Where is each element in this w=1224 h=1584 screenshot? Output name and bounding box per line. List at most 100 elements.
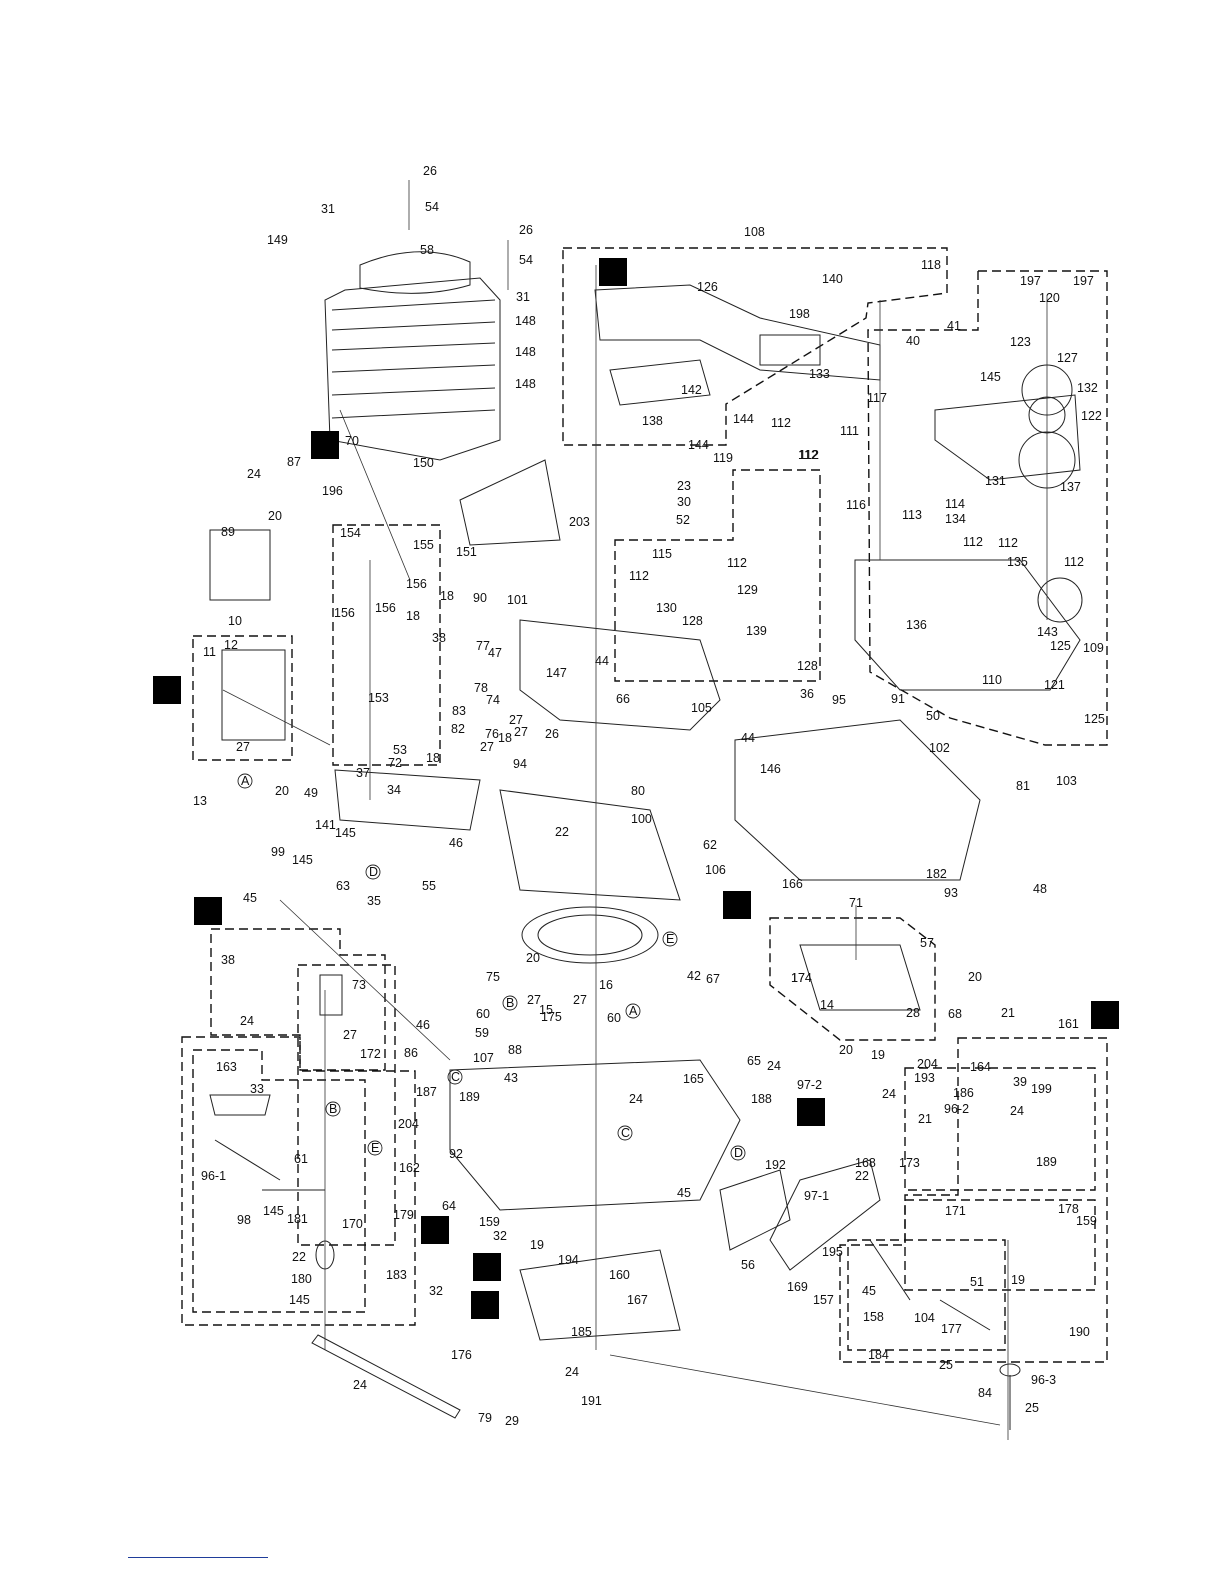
part-label: 61 [294,1152,308,1166]
part-label: 64 [442,1199,456,1213]
part-label: 189 [459,1090,480,1104]
part-label: 20 [968,970,982,984]
part-label: 156 [375,601,396,615]
part-label: 10 [228,614,242,628]
part-label: 115 [652,547,672,561]
part-label: 112 [798,448,818,462]
part-label: 53 [393,743,407,757]
part-label: 129 [737,583,758,597]
part-label: 96-3 [1031,1373,1056,1387]
part-label: 145 [263,1204,284,1218]
part-label: 40 [906,334,920,348]
part-label: 197 [1020,274,1041,288]
reference-block [421,1216,449,1244]
part-label: 76 [485,727,499,741]
part-label: 131 [985,474,1006,488]
part-label: 145 [335,826,356,840]
part-label: 108 [744,225,765,239]
part-label: 68 [948,1007,962,1021]
part-label: 72 [388,756,402,770]
part-label: 148 [515,314,536,328]
part-label: 24 [1010,1104,1024,1118]
part-label: 49 [304,786,318,800]
part-label: 193 [914,1071,935,1085]
circle-marker [502,995,518,1011]
part-label: 197 [1073,274,1094,288]
part-label: E [666,932,674,946]
part-outlines [209,251,1083,1430]
part-label: 100 [631,812,652,826]
part-label: 52 [676,513,690,527]
part-label: 89 [221,525,235,539]
part-label: 183 [386,1268,407,1282]
part-label: 133 [809,367,830,381]
part-label: 82 [451,722,465,736]
part-label: 111 [840,424,859,438]
part-label: 112 [629,569,649,583]
part-label: 150 [413,456,434,470]
part-label: 110 [982,673,1002,687]
part-label: 94 [513,757,527,771]
part-label: 137 [1060,480,1081,494]
part-label: 73 [352,978,366,992]
part-label: 20 [268,509,282,523]
reference-block [1091,1001,1119,1029]
part-label: 35 [367,894,381,908]
part-label: 71 [849,896,863,910]
circle-marker [625,1003,641,1019]
part-label: 25 [939,1358,953,1372]
part-label: 24 [629,1092,643,1106]
part-label: 22 [555,825,569,839]
part-label: 185 [571,1325,592,1339]
part-label: 80 [631,784,645,798]
part-label: 130 [656,601,677,615]
part-label: 112 [998,536,1018,550]
part-label: 112 [727,556,747,570]
part-label: 54 [425,200,439,214]
part-label: 31 [321,202,335,216]
leader-lines [222,180,1048,1440]
part-label: E [371,1141,379,1155]
part-label: 106 [705,863,726,877]
part-label: 16 [599,978,613,992]
part-label: 37 [356,766,370,780]
part-label: 32 [493,1229,507,1243]
part-label: 105 [691,701,712,715]
part-label: 182 [926,867,947,881]
part-label: 148 [515,345,536,359]
part-label: 19 [871,1048,885,1062]
part-label: 160 [609,1268,630,1282]
part-label: 196 [322,484,343,498]
part-label: 66 [616,692,630,706]
part-label: 145 [292,853,313,867]
part-label: 187 [416,1085,437,1099]
part-label: 172 [360,1047,381,1061]
part-label: 155 [413,538,434,552]
part-label: 50 [926,709,940,723]
part-label: 107 [473,1051,494,1065]
part-label: 27 [480,740,494,754]
part-label: 44 [595,654,609,668]
part-label: 90 [473,591,487,605]
part-label: B [506,996,514,1010]
part-label: 81 [1016,779,1030,793]
part-label: 119 [713,451,733,465]
reference-block [153,676,181,704]
part-label: 14 [820,998,834,1012]
part-label: 136 [906,618,927,632]
part-label: 140 [822,272,843,286]
part-label: 62 [703,838,717,852]
part-label: 188 [751,1092,772,1106]
part-label: 142 [681,383,702,397]
part-label: 12 [224,638,238,652]
part-label: 109 [1083,641,1104,655]
part-label: 168 [855,1156,876,1170]
part-label: 112 [799,448,819,462]
part-label: 174 [791,971,812,985]
part-label: 24 [767,1059,781,1073]
part-label: 42 [687,969,701,983]
part-label: 145 [289,1293,310,1307]
part-label: 120 [1039,291,1060,305]
part-label: 166 [782,877,803,891]
